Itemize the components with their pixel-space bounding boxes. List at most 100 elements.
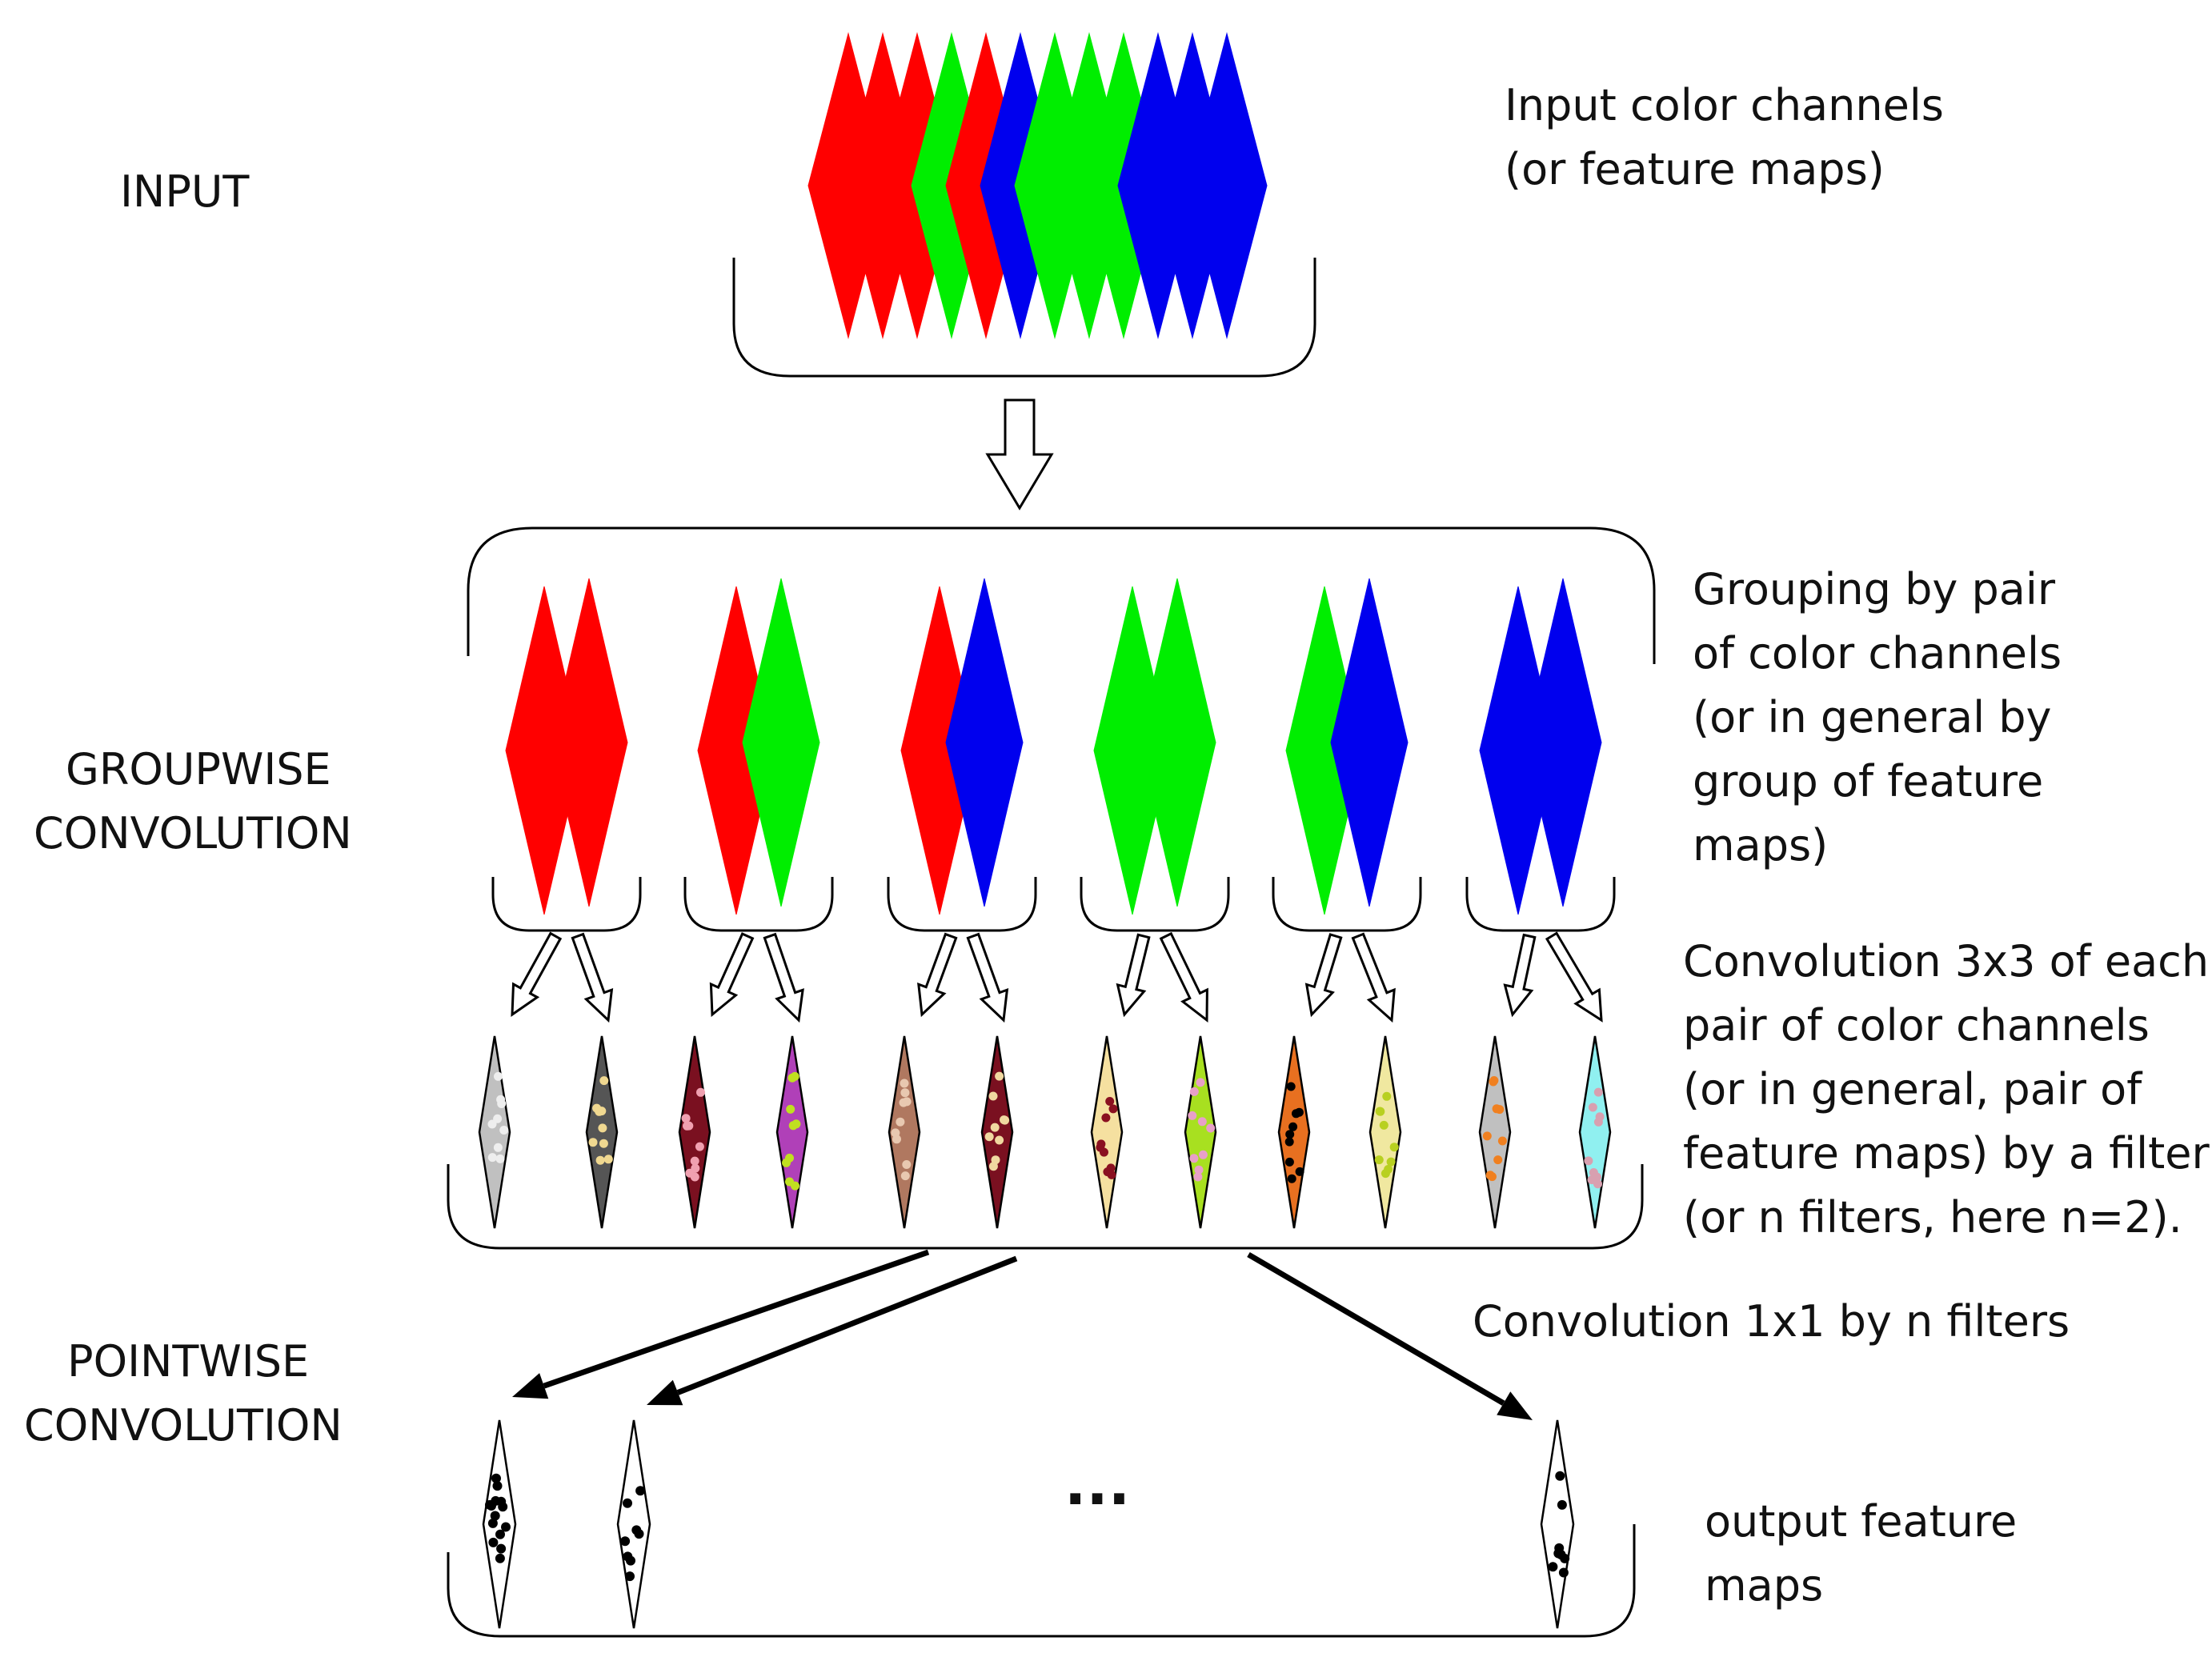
feature-dot [499, 1126, 509, 1135]
feature-dot [599, 1139, 608, 1148]
feature-dot [891, 1128, 900, 1138]
feature-dot [1379, 1120, 1389, 1130]
feature-dot [1188, 1111, 1197, 1120]
conv3x3-desc-line2: pair of color channels [1683, 1000, 2150, 1051]
feature-dot [1101, 1113, 1111, 1123]
output-map-shape [1540, 1419, 1575, 1629]
conv1x1-desc: Convolution 1x1 by n filters [1473, 1296, 2070, 1347]
feature-dot [1295, 1167, 1304, 1176]
hollow-arrow [511, 931, 563, 1017]
input-desc-line2: (or feature maps) [1505, 144, 1885, 194]
filtered-map [1478, 1035, 1512, 1229]
feature-dot [696, 1087, 705, 1097]
grouping-desc-line1: Grouping by pair [1693, 564, 2056, 614]
feature-dot [603, 1155, 613, 1164]
group-bracket [491, 877, 642, 932]
feature-dot [1194, 1165, 1204, 1175]
feature-dot [782, 1158, 791, 1167]
hollow-arrow [1545, 931, 1603, 1023]
output-dot [1558, 1567, 1569, 1578]
feature-dot [1489, 1077, 1498, 1087]
conv3x3-desc-line1: Convolution 3x3 of each [1683, 936, 2209, 987]
feature-dot [902, 1097, 912, 1107]
feature-dot [1492, 1104, 1501, 1114]
feature-dot [791, 1119, 801, 1129]
feature-dot [1389, 1143, 1399, 1152]
feature-dot [1588, 1103, 1597, 1112]
feature-dot [1374, 1155, 1384, 1165]
filtered-map [980, 1035, 1014, 1229]
output-desc-line1: output feature [1705, 1496, 2017, 1547]
filtered-map [1184, 1035, 1217, 1229]
channel-group [683, 578, 834, 932]
feature-dot [1485, 1171, 1495, 1180]
output-map-shape [616, 1419, 651, 1629]
grouping-desc-line5: maps) [1693, 820, 1828, 871]
feature-dot [595, 1107, 604, 1116]
output-dot [492, 1481, 503, 1491]
output-dot [625, 1571, 635, 1582]
feature-dot [599, 1076, 609, 1086]
group-bracket [887, 877, 1037, 932]
output-dot [495, 1553, 505, 1563]
feature-dot [896, 1117, 905, 1127]
filtered-map-shape [775, 1035, 809, 1229]
output-dot [495, 1529, 505, 1539]
feature-dot [988, 1162, 998, 1171]
feature-dot [493, 1143, 503, 1152]
feature-dot [1108, 1104, 1118, 1114]
feature-dot [1284, 1157, 1294, 1167]
filtered-feature-maps [478, 1035, 1612, 1229]
feature-dot [900, 1088, 910, 1098]
output-dot [488, 1537, 499, 1547]
output-feature-map [1540, 1419, 1575, 1629]
feature-dot [988, 1091, 998, 1101]
feature-dot [1198, 1150, 1208, 1159]
group-to-filter-arrows [511, 931, 1603, 1023]
feature-dot [1593, 1087, 1603, 1097]
feature-dot [1196, 1078, 1205, 1087]
conv3x3-desc-line3: (or in general, pair of [1683, 1064, 2143, 1115]
output-dot [1557, 1499, 1567, 1510]
output-dot [620, 1536, 631, 1547]
grouping-desc-line3: (or in general by [1693, 692, 2052, 742]
feature-dot [984, 1132, 994, 1142]
feature-dot [1288, 1122, 1298, 1131]
feature-dot [1197, 1117, 1207, 1127]
feature-dot [1497, 1136, 1507, 1146]
filtered-map-shape [1368, 1035, 1402, 1229]
input-channel-stack [807, 32, 1268, 339]
feature-dot [1589, 1168, 1598, 1177]
feature-dot [1096, 1139, 1106, 1149]
group-channel-red [550, 578, 628, 907]
group-channel-blue [1524, 578, 1602, 907]
filtered-map-shape [980, 1035, 1014, 1229]
hollow-arrow [1159, 931, 1208, 1023]
hollow-arrow [763, 932, 804, 1023]
feature-dot [790, 1071, 799, 1081]
feature-dot [900, 1079, 909, 1088]
output-bracket [447, 1524, 1636, 1638]
filtered-map-shape [1478, 1035, 1512, 1229]
group-bracket [1272, 877, 1422, 932]
output-feature-map [616, 1419, 651, 1629]
filtered-map-shape [1277, 1035, 1311, 1229]
filtered-map [888, 1035, 921, 1229]
input-channel-blue [1186, 32, 1268, 339]
input-bracket [732, 258, 1316, 378]
channel-group [887, 578, 1037, 932]
feature-dot [1285, 1130, 1295, 1139]
feature-dot [1584, 1156, 1593, 1166]
output-feature-map [482, 1419, 517, 1629]
hollow-arrow [1503, 933, 1537, 1018]
channel-group [1080, 578, 1230, 932]
feature-dot [1287, 1174, 1296, 1183]
feature-dot [1284, 1137, 1294, 1147]
hollow-arrow [966, 932, 1009, 1023]
output-dot [490, 1511, 500, 1521]
channel-groups [491, 578, 1616, 932]
output-desc-line2: maps [1705, 1560, 1823, 1611]
feature-dot [684, 1121, 694, 1131]
feature-dot [785, 1177, 794, 1187]
feature-dot [1382, 1091, 1392, 1101]
